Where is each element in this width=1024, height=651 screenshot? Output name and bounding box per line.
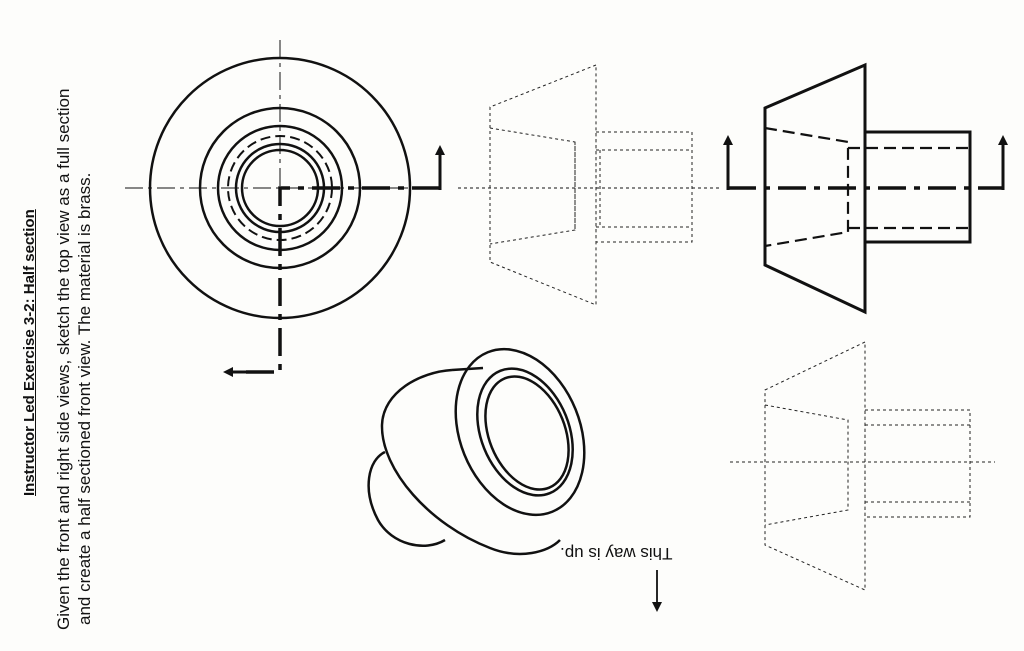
- projected-lower-view: [730, 341, 995, 591]
- projected-top-view: [489, 64, 693, 306]
- front-view: [723, 62, 1008, 315]
- right-side-view: [125, 40, 445, 377]
- isometric-part: [367, 347, 586, 556]
